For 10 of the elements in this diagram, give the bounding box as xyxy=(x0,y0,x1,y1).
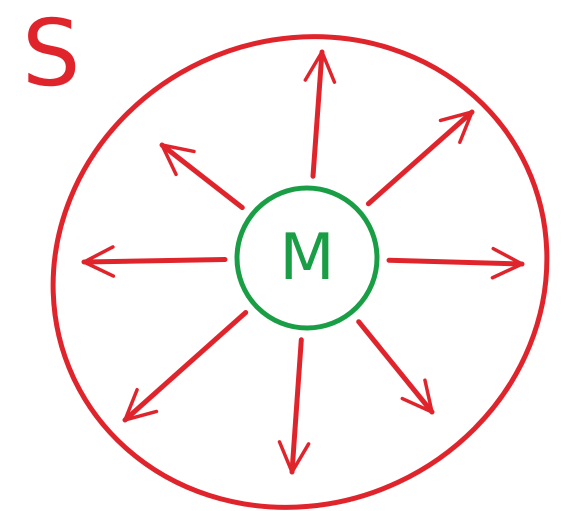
arrow xyxy=(82,245,228,278)
arrow xyxy=(366,110,474,206)
arrow xyxy=(386,246,524,280)
center-label: M xyxy=(279,226,335,290)
arrow xyxy=(356,319,434,414)
arrow xyxy=(160,142,245,210)
set-label: S xyxy=(22,8,80,100)
arrow xyxy=(122,310,248,422)
arrow xyxy=(278,337,310,474)
arrow xyxy=(304,50,336,179)
